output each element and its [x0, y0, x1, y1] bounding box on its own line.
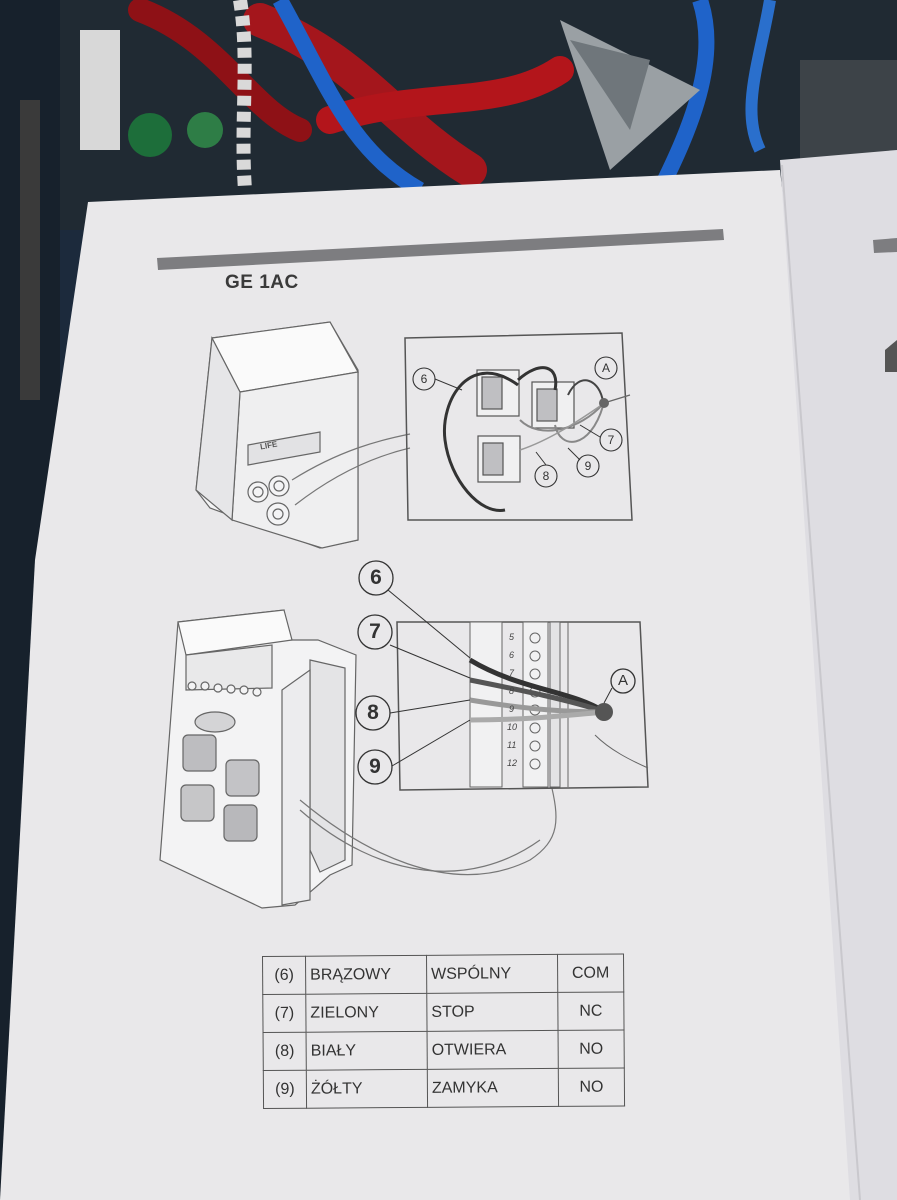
table-cell-num: (9)	[263, 1070, 307, 1109]
callout-7-top: 7	[607, 433, 615, 447]
callout-a-top: A	[601, 361, 610, 375]
table-cell-num: (7)	[262, 994, 307, 1033]
callout-7-bottom: 7	[369, 620, 381, 643]
terminal-11: 11	[507, 740, 517, 750]
terminal-5: 5	[509, 632, 515, 642]
table-row: (7) ZIELONY STOP NC	[262, 991, 625, 1033]
callout-9-top: 9	[584, 459, 592, 473]
table-cell-num: (6)	[262, 956, 306, 995]
table-cell-function: ZAMYKA	[427, 1068, 559, 1108]
callout-9-bottom: 9	[369, 755, 381, 778]
table-cell-code: NO	[558, 1029, 625, 1069]
table-cell-function: STOP	[426, 992, 559, 1032]
table-cell-color: ZIELONY	[305, 993, 428, 1033]
table-cell-num: (8)	[263, 1032, 307, 1071]
table-cell-color: BIAŁY	[306, 1031, 428, 1071]
top-inset-frame	[404, 332, 633, 521]
callout-8-top: 8	[542, 469, 550, 483]
terminal-8: 8	[509, 686, 515, 696]
table-cell-color: BRĄZOWY	[305, 955, 427, 995]
terminal-6: 6	[509, 650, 515, 660]
wiring-top-drawing	[476, 369, 575, 483]
table-cell-color: ŻÓŁTY	[306, 1069, 428, 1109]
document-title: GE 1AC	[225, 272, 299, 293]
wire-color-table: (6) BRĄZOWY WSPÓLNY COM (7) ZIELONY STOP…	[262, 953, 625, 1109]
control-box-drawing	[195, 321, 359, 549]
keypad-module-drawing	[159, 609, 357, 909]
table-row: (8) BIAŁY OTWIERA NO	[263, 1029, 625, 1071]
terminal-12: 12	[507, 758, 518, 768]
callout-6-top: 6	[420, 372, 428, 386]
table-row: (9) ŻÓŁTY ZAMYKA NO	[263, 1067, 625, 1109]
table-cell-function: WSPÓLNY	[426, 954, 558, 994]
header-bar	[157, 229, 724, 270]
terminal-10: 10	[507, 722, 518, 732]
terminal-9: 9	[509, 704, 515, 714]
table-cell-function: OTWIERA	[427, 1030, 559, 1070]
terminal-strip-drawing	[469, 621, 569, 788]
table-cell-code: NO	[558, 1067, 625, 1107]
callout-8-bottom: 8	[367, 701, 379, 724]
callout-6-bottom: 6	[370, 566, 382, 589]
table-cell-code: NC	[557, 991, 625, 1031]
table-cell-code: COM	[557, 953, 624, 993]
callout-a-bottom: A	[617, 672, 628, 689]
table-row: (6) BRĄZOWY WSPÓLNY COM	[262, 953, 624, 995]
terminal-7: 7	[509, 668, 515, 678]
